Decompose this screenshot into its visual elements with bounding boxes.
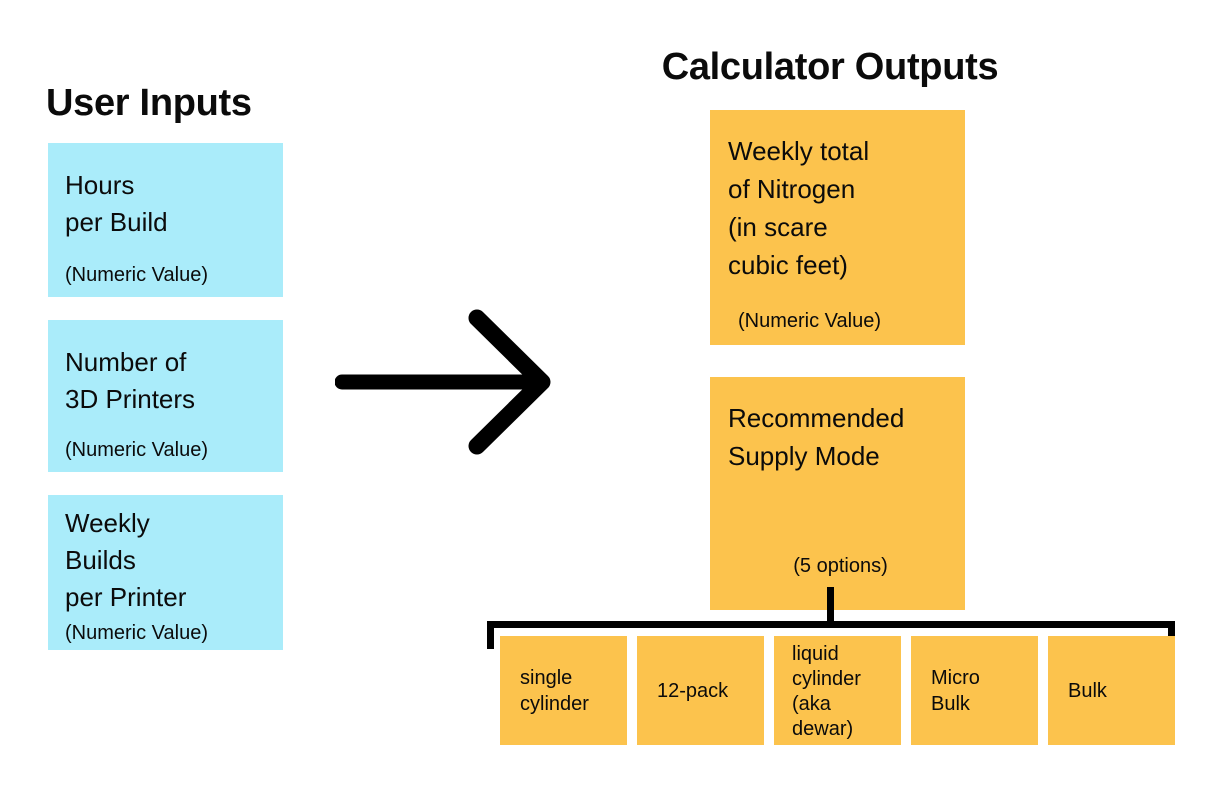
- option-box-single-cylinder: single cylinder: [500, 636, 627, 745]
- option-box-12-pack: 12-pack: [637, 636, 764, 745]
- output-box-label: Weekly total of Nitrogen (in scare cubic…: [728, 136, 870, 280]
- input-box-weekly-builds: Weekly Builds per Printer (Numeric Value…: [48, 495, 283, 650]
- input-box-number-of-printers: Number of 3D Printers (Numeric Value): [48, 320, 283, 472]
- output-box-note: (Numeric Value): [738, 310, 881, 332]
- user-inputs-title: User Inputs: [46, 82, 252, 124]
- calculator-outputs-title: Calculator Outputs: [661, 46, 999, 88]
- option-label: single cylinder: [520, 666, 589, 715]
- option-box-micro-bulk: Micro Bulk: [911, 636, 1038, 745]
- option-label: liquid cylinder (aka dewar): [792, 643, 861, 740]
- connector-bracket-line: [487, 621, 1175, 628]
- input-box-note: (Numeric Value): [65, 439, 208, 461]
- option-label: Micro Bulk: [931, 666, 980, 715]
- connector-bracket-left-tick: [487, 621, 494, 649]
- input-box-label: Number of 3D Printers: [65, 347, 196, 414]
- supply-mode-options-row: single cylinder 12-pack liquid cylinder …: [500, 636, 1175, 745]
- output-box-recommended-supply-mode: Recommended Supply Mode (5 options): [710, 377, 965, 610]
- input-box-label: Weekly Builds per Printer: [65, 508, 187, 612]
- output-box-note: (5 options): [793, 555, 888, 577]
- input-box-label: Hours per Build: [65, 170, 168, 237]
- option-label: Bulk: [1068, 679, 1107, 702]
- option-box-bulk: Bulk: [1048, 636, 1175, 745]
- output-box-label: Recommended Supply Mode: [728, 403, 905, 471]
- connector-stem-line: [827, 587, 834, 625]
- arrow-right-icon: [335, 309, 551, 455]
- input-box-hours-per-build: Hours per Build (Numeric Value): [48, 143, 283, 297]
- output-box-weekly-nitrogen-total: Weekly total of Nitrogen (in scare cubic…: [710, 110, 965, 345]
- option-label: 12-pack: [657, 679, 729, 702]
- input-box-note: (Numeric Value): [65, 622, 208, 644]
- input-box-note: (Numeric Value): [65, 264, 208, 286]
- option-box-liquid-cylinder: liquid cylinder (aka dewar): [774, 636, 901, 745]
